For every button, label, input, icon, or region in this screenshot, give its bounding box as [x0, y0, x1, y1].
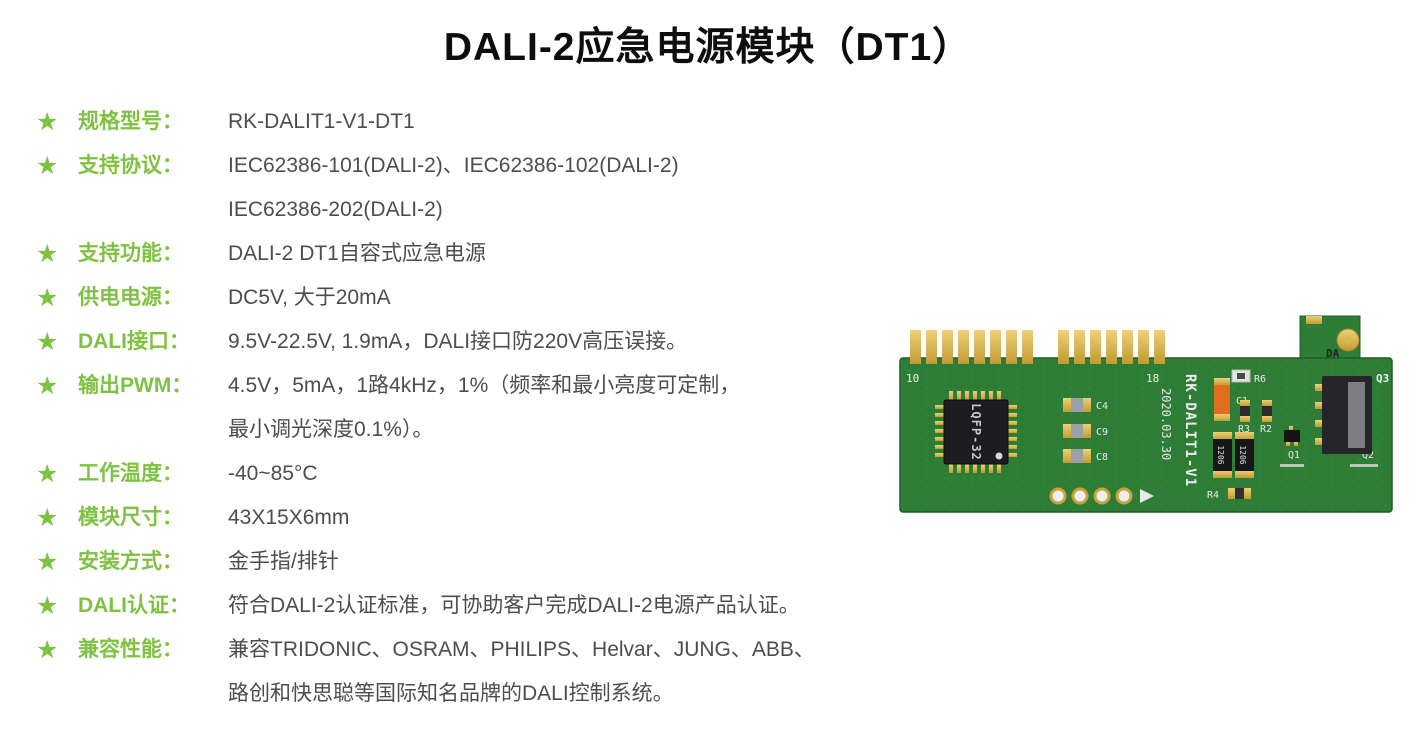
- spec-value: IEC62386-101(DALI-2)、IEC62386-102(DALI-2…: [228, 144, 679, 232]
- spec-value-line: 金手指/排针: [228, 550, 339, 573]
- chip-marking: LQFP-32: [969, 403, 983, 461]
- product-spec-page: DALI-2应急电源模块（DT1） ★ 规格型号： RK-DALIT1-V1-D…: [0, 0, 1416, 705]
- star-icon: ★: [36, 284, 59, 312]
- spec-row: ★ 工作温度： -40~85°C: [36, 452, 906, 496]
- spec-value-line: 最小调光深度0.1%）。: [228, 418, 434, 441]
- q1-label: Q1: [1288, 450, 1300, 461]
- spec-row: ★ 支持协议： IEC62386-101(DALI-2)、IEC62386-10…: [36, 144, 906, 232]
- spec-value-line: DALI-2 DT1自容式应急电源: [228, 242, 486, 265]
- spec-value-line: 9.5V-22.5V, 1.9mA，DALI接口防220V高压误接。: [228, 330, 688, 353]
- pin1-dot: [995, 452, 1003, 460]
- cap1206-marking: 1206: [1238, 445, 1247, 464]
- star-icon: ★: [36, 548, 59, 576]
- spec-value: RK-DALIT1-V1-DT1: [228, 100, 415, 144]
- da-pad-label: DA: [1326, 347, 1340, 360]
- spec-label: 支持功能：: [78, 242, 183, 265]
- spec-list: ★ 规格型号： RK-DALIT1-V1-DT1 ★ 支持协议： IEC6238…: [36, 100, 906, 716]
- c1-component: [1214, 385, 1230, 414]
- spec-row: ★ 输出PWM： 4.5V，5mA，1路4kHz，1%（频率和最小亮度可定制， …: [36, 364, 906, 452]
- cap1206-marking: 1206: [1216, 445, 1225, 464]
- c9-label: C9: [1096, 427, 1108, 438]
- q3-label: Q3: [1376, 372, 1389, 385]
- star-icon: ★: [36, 152, 59, 180]
- spec-row: ★ 规格型号： RK-DALIT1-V1-DT1: [36, 100, 906, 144]
- spec-value-line: 符合DALI-2认证标准，可协助客户完成DALI-2电源产品认证。: [228, 594, 800, 617]
- spec-value: 4.5V，5mA，1路4kHz，1%（频率和最小亮度可定制， 最小调光深度0.1…: [228, 364, 740, 452]
- spec-value: -40~85°C: [228, 452, 318, 496]
- spec-value-line: RK-DALIT1-V1-DT1: [228, 110, 415, 133]
- spec-label: 工作温度：: [78, 462, 183, 485]
- star-icon: ★: [36, 240, 59, 268]
- page-title: DALI-2应急电源模块（DT1）: [443, 26, 973, 69]
- spec-value: 金手指/排针: [228, 540, 339, 584]
- mounting-holes: [1049, 487, 1154, 505]
- model-silkscreen: RK-DALIT1-V1: [1182, 374, 1198, 487]
- star-icon: ★: [36, 372, 59, 400]
- spec-value: DC5V, 大于20mA: [228, 276, 391, 320]
- spec-value-line: 43X15X6mm: [228, 506, 350, 529]
- spec-value: 兼容TRIDONIC、OSRAM、PHILIPS、Helvar、JUNG、ABB…: [228, 628, 815, 716]
- c4-label: C4: [1096, 401, 1108, 412]
- spec-label: 支持协议：: [78, 154, 183, 177]
- spec-row: ★ DALI认证： 符合DALI-2认证标准，可协助客户完成DALI-2电源产品…: [36, 584, 906, 628]
- star-icon: ★: [36, 592, 59, 620]
- pcb-module-photo: DA 10 18: [896, 312, 1396, 517]
- spec-value-line: DC5V, 大于20mA: [228, 286, 391, 309]
- lqfp32-chip: LQFP-32: [935, 391, 1017, 473]
- spec-label: 安装方式：: [78, 550, 183, 573]
- spec-value: 9.5V-22.5V, 1.9mA，DALI接口防220V高压误接。: [228, 320, 687, 364]
- spec-label: DALI接口：: [78, 330, 190, 353]
- r6-label: R6: [1254, 374, 1266, 385]
- star-icon: ★: [36, 328, 59, 356]
- c8-label: C8: [1096, 452, 1108, 463]
- r2-label: R2: [1260, 424, 1272, 435]
- spec-value: 符合DALI-2认证标准，可协助客户完成DALI-2电源产品认证。: [228, 584, 800, 628]
- spec-value: 43X15X6mm: [228, 496, 349, 540]
- spec-value-line: 4.5V，5mA，1路4kHz，1%（频率和最小亮度可定制，: [228, 374, 741, 397]
- spec-value: DALI-2 DT1自容式应急电源: [228, 232, 486, 276]
- spec-value-line: 兼容TRIDONIC、OSRAM、PHILIPS、Helvar、JUNG、ABB…: [228, 638, 815, 661]
- spec-label: DALI认证：: [78, 594, 190, 617]
- gold-finger-pads: [910, 330, 1165, 364]
- pin10-label: 10: [906, 372, 919, 385]
- spec-row: ★ 安装方式： 金手指/排针: [36, 540, 906, 584]
- star-icon: ★: [36, 504, 59, 532]
- spec-value-line: 路创和快思聪等国际知名品牌的DALI控制系统。: [228, 682, 674, 705]
- star-icon: ★: [36, 108, 59, 136]
- q2-label: Q2: [1362, 450, 1374, 461]
- right-component-cluster: C1 R6 R3 R2 1206 1206 R4: [1207, 369, 1389, 501]
- pin18-label: 18: [1146, 372, 1159, 385]
- r3-label: R3: [1238, 424, 1250, 435]
- spec-row: ★ DALI接口： 9.5V-22.5V, 1.9mA，DALI接口防220V高…: [36, 320, 906, 364]
- spec-value-line: -40~85°C: [228, 462, 318, 485]
- pcb-image: DA 10 18: [899, 315, 1393, 513]
- spec-label: 供电电源：: [78, 286, 183, 309]
- spec-label: 模块尺寸：: [78, 506, 183, 529]
- spec-row: ★ 兼容性能： 兼容TRIDONIC、OSRAM、PHILIPS、Helvar、…: [36, 628, 906, 716]
- capacitor-column: C4 C9 C8: [1063, 398, 1108, 463]
- r4-label: R4: [1207, 490, 1219, 501]
- silkscreen-arrow: [1140, 489, 1154, 503]
- spec-value-line: IEC62386-202(DALI-2): [228, 198, 443, 221]
- spec-label: 兼容性能：: [78, 638, 183, 661]
- star-icon: ★: [36, 460, 59, 488]
- spec-label: 输出PWM：: [78, 374, 193, 397]
- spec-value-line: IEC62386-101(DALI-2)、IEC62386-102(DALI-2…: [228, 154, 679, 177]
- star-icon: ★: [36, 636, 59, 664]
- spec-row: ★ 模块尺寸： 43X15X6mm: [36, 496, 906, 540]
- spec-row: ★ 供电电源： DC5V, 大于20mA: [36, 276, 906, 320]
- date-silkscreen: 2020.03.30: [1159, 388, 1173, 460]
- spec-row: ★ 支持功能： DALI-2 DT1自容式应急电源: [36, 232, 906, 276]
- spec-label: 规格型号：: [78, 110, 183, 133]
- q1-component: [1284, 430, 1300, 442]
